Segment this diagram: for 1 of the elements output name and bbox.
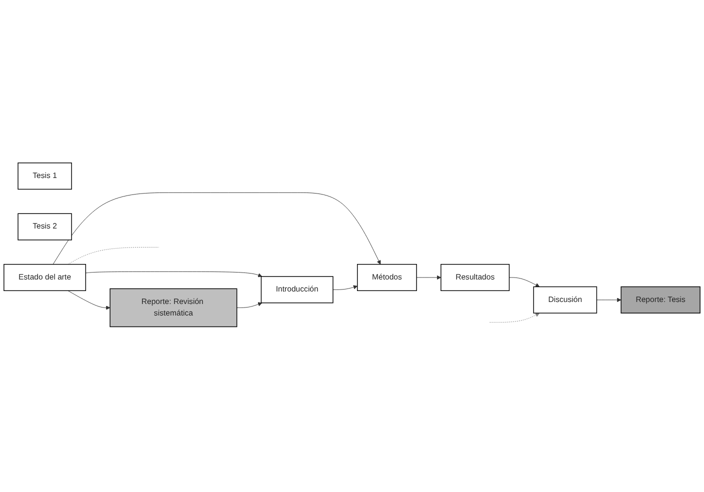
connector — [68, 246, 160, 264]
